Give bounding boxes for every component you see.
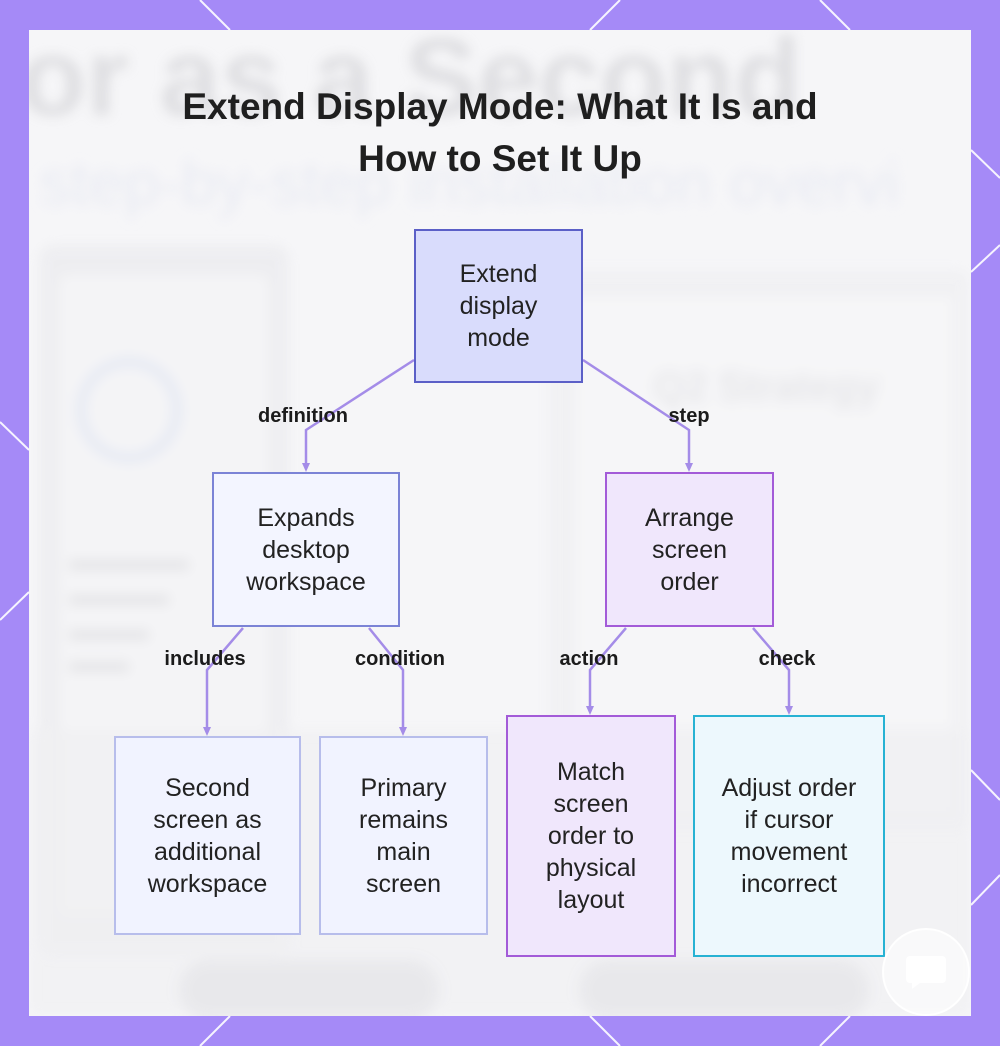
ghost-subhead: step-by-step installation overvi — [39, 147, 900, 219]
node-arrange-screen-order-label: Arrange screen order — [645, 503, 734, 596]
node-second-screen: Second screen as additional workspace — [114, 736, 301, 935]
node-extend-display-mode: Extend display mode — [414, 229, 583, 383]
page-title: Extend Display Mode: What It Is and How … — [0, 81, 1000, 185]
chat-button[interactable] — [882, 928, 970, 1016]
node-match-screen-order: Match screen order to physical layout — [506, 715, 676, 957]
node-adjust-order: Adjust order if cursor movement incorrec… — [693, 715, 885, 957]
node-extend-display-mode-label: Extend display mode — [459, 260, 538, 352]
edge-label-includes: includes — [164, 648, 246, 670]
node-expands-desktop-workspace-label: Expands desktop workspace — [246, 503, 366, 596]
node-match-screen-order-label: Match screen order to physical layout — [545, 758, 637, 914]
edge-label-condition: condition — [355, 648, 445, 670]
edge-label-definition: definition — [258, 405, 348, 427]
node-primary-remains-label: Primary remains main screen — [359, 773, 448, 898]
edge-condition — [368, 627, 407, 736]
ghost-headline: or as a Second — [29, 30, 802, 139]
node-arrange-screen-order: Arrange screen order — [605, 472, 774, 627]
edge-definition — [302, 358, 415, 472]
edge-label-step: step — [668, 405, 710, 427]
title-line-2: How to Set It Up — [358, 138, 642, 179]
chat-bubble-icon — [906, 956, 946, 989]
ghost-card-title: Q2 Strategy — [654, 365, 879, 409]
edge-includes — [203, 627, 244, 736]
edge-check — [752, 627, 793, 715]
node-adjust-order-label: Adjust order if cursor movement incorrec… — [721, 774, 857, 898]
node-expands-desktop-workspace: Expands desktop workspace — [212, 472, 400, 627]
node-primary-remains: Primary remains main screen — [319, 736, 488, 935]
edge-step — [582, 358, 693, 472]
edge-action — [586, 627, 627, 715]
title-line-1: Extend Display Mode: What It Is and — [182, 86, 818, 127]
edge-label-check: check — [758, 648, 816, 670]
edge-label-action: action — [559, 648, 619, 670]
node-second-screen-label: Second screen as additional workspace — [147, 773, 268, 898]
